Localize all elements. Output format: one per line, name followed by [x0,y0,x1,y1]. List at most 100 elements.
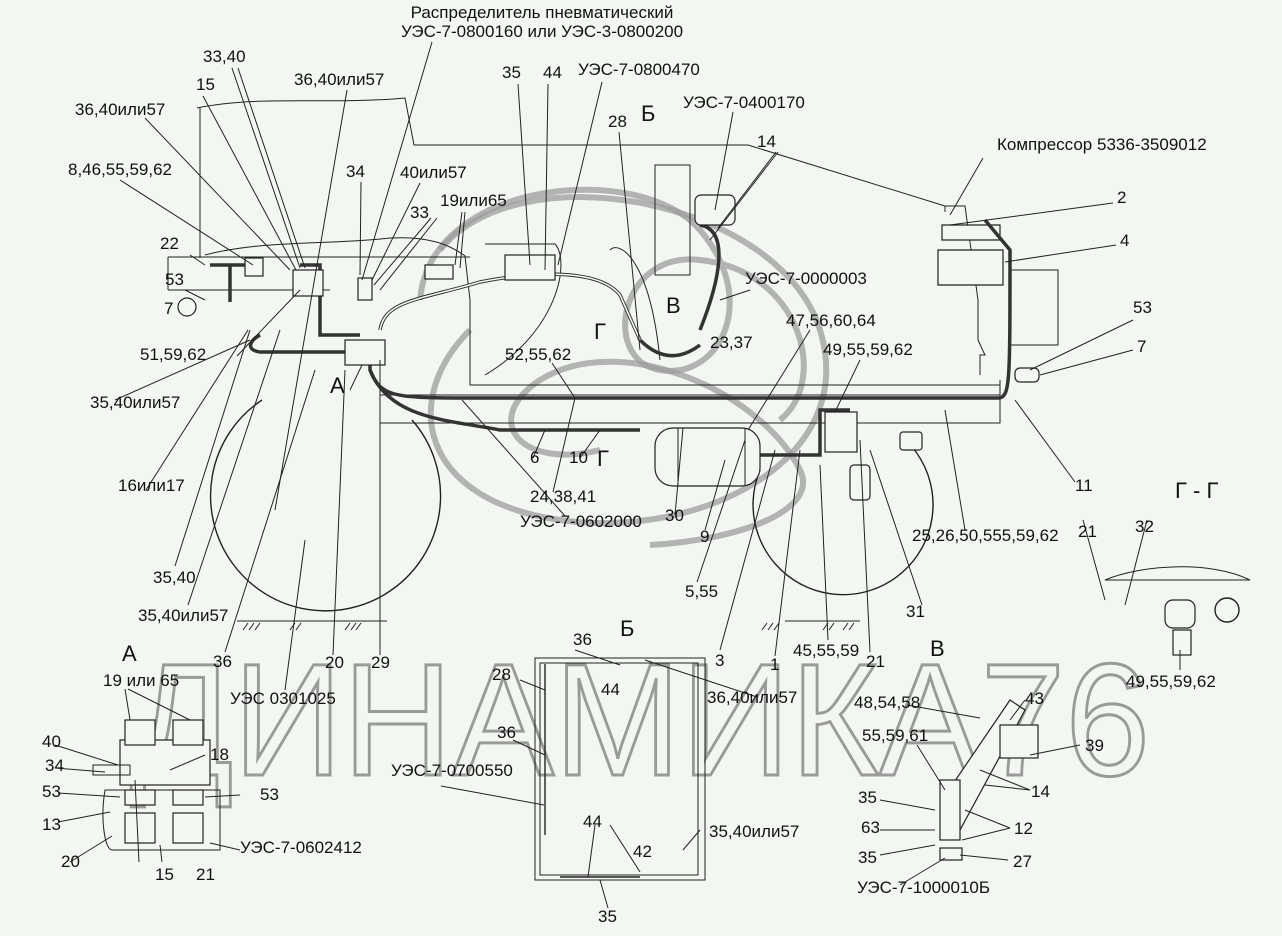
section-marker-g: Г [597,446,609,471]
section-marker-g: Г [594,319,606,344]
callout-label: 13 [42,815,61,834]
callout-label: 33 [410,203,429,222]
callout-label: 44 [543,63,562,82]
callout-label: 51,59,62 [140,345,206,364]
callout-label: 35,40или57 [90,393,180,412]
valve-31 [899,431,923,451]
callout-label: 52,55,62 [505,345,571,364]
callout-label: 7 [164,299,173,318]
detail-a [92,719,221,851]
callout-label: 16или17 [118,476,185,495]
callout-label: 15 [155,865,174,884]
callout-label: 21 [866,652,885,671]
callout-label: 14 [1031,782,1050,801]
callout-label: 53 [260,785,279,804]
callout-label: 10 [569,448,588,467]
callout-label: 36,40или57 [707,688,797,707]
valve-19 [424,264,454,280]
callout-label: 23,37 [710,333,753,352]
title-distributor: Распределитель пневматический [411,3,674,22]
callout-label: 47,56,60,64 [786,311,876,330]
compressor-label: Компрессор 5336-3509012 [997,135,1207,154]
front-wheel [752,434,934,596]
callout-label: УЭС-7-0400170 [683,93,805,112]
title-distributor-codes: УЭС-7-0800160 или УЭС-3-0800200 [401,22,683,41]
air-receiver-9 [654,427,761,487]
callout-label: 15 [196,75,215,94]
callout-label: 19или65 [440,191,507,210]
callout-label: 39 [1085,736,1104,755]
components [177,194,1040,501]
callout-label: УЭС-7-0700550 [391,761,513,780]
detail-a-title: А [122,641,137,666]
callout-label: 24,38,41 [530,487,596,506]
callout-label: УЭС-7-1000010Б [857,878,990,897]
callout-label: 40или57 [400,163,467,182]
callout-label: 18 [210,745,229,764]
callout-label: 3 [715,651,724,670]
callout-label: 5,55 [685,582,718,601]
callout-label: 40 [42,732,61,751]
view-marker-b: Б [641,101,655,126]
callout-label: 44 [601,680,620,699]
section-g-g [1104,566,1251,656]
callout-label: 36,40или57 [75,100,165,119]
detail-b-title: Б [620,616,634,641]
callout-label: УЭС-7-0602412 [240,838,362,857]
callout-label: 22 [160,234,179,253]
drain-valve [177,297,197,317]
callout-label: 25,26,50,555,59,62 [912,526,1059,545]
callout-label: 34 [45,756,64,775]
logo-swirl [417,186,830,548]
callout-label: 9 [700,527,709,546]
callout-label: 11 [1075,476,1093,495]
filter [849,464,871,501]
callout-label: 6 [530,448,539,467]
callout-label: 32 [1135,517,1154,536]
callout-label: 8,46,55,59,62 [68,160,172,179]
callout-label: 42 [633,842,652,861]
callout-label: УЭС-7-0000003 [745,269,867,288]
coupling-7 [1014,367,1040,383]
callout-label: 14 [757,132,776,151]
callout-label: 53 [1133,298,1152,317]
callout-labels: Распределитель пневматический УЭС-7-0800… [42,3,1218,926]
detail-v [939,699,1039,861]
callout-label: 44 [583,812,602,831]
callout-label: 21 [196,865,215,884]
callout-label: 63 [861,818,880,837]
callout-label: УЭС-7-0800470 [578,60,700,79]
callout-label: 35 [858,848,877,867]
callout-label: 35 [502,63,521,82]
callout-label: 1 [770,655,779,674]
section-title-g-g: Г - Г [1175,478,1218,503]
distributor [357,277,373,301]
pressure-regulator [824,411,858,453]
callout-label: 36,40или57 [294,70,384,89]
ground-lines [237,620,860,631]
callout-label: 12 [1014,819,1033,838]
callout-label: 36 [213,652,232,671]
view-marker-v: В [666,293,681,318]
callout-label: 35,40или57 [138,606,228,625]
callout-label: 36 [497,723,516,742]
callout-label: 20 [61,852,80,871]
callout-label: 53 [165,270,184,289]
callout-label: УЭС 0301025 [230,689,336,708]
callout-label: 48,54,58 [854,693,920,712]
callout-label: 35 [858,788,877,807]
vehicle-body [167,97,1059,424]
callout-label: 49,55,59,62 [823,340,913,359]
callout-label: 34 [346,162,365,181]
callout-label: 2 [1117,188,1126,207]
callout-label: 30 [665,506,684,525]
callout-label: 4 [1120,231,1129,250]
callout-label: 19 или 65 [103,671,179,690]
callout-label: 29 [371,653,390,672]
callout-label: 21 [1078,522,1097,541]
callout-label: 31 [906,602,925,621]
callout-label: 20 [325,653,344,672]
callout-label: 43 [1025,689,1044,708]
